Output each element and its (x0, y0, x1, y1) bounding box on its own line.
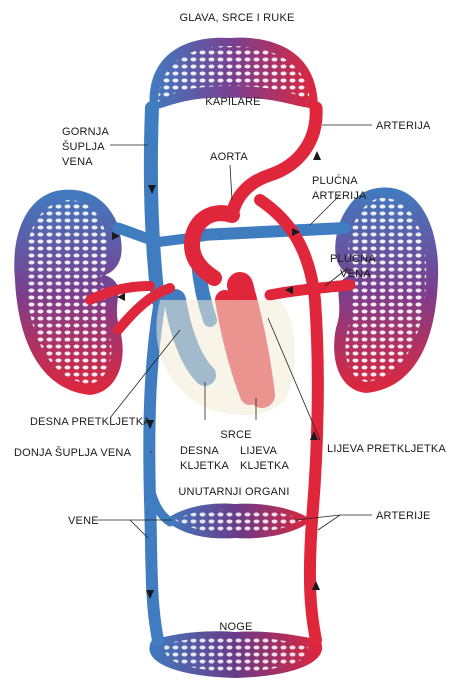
legs-capillary-bed (149, 631, 322, 678)
organs-capillary-bed (165, 503, 312, 538)
label-artery-top: ARTERIJA (376, 120, 431, 132)
label-veins: VENE (68, 515, 99, 527)
label-heart: SRCE (220, 429, 251, 441)
label-aorta: AORTA (210, 151, 248, 163)
label-pulmonary-vein-2: VENA (340, 268, 371, 280)
label-left-atrium: LIJEVA PRETKLJETKA (327, 443, 446, 455)
label-right-ventricle-1: DESNA (180, 445, 219, 457)
heart-outline (156, 300, 295, 415)
label-right-ventricle-2: KLJETKA (180, 460, 230, 472)
label-left-ventricle-2: KLJETKA (240, 460, 290, 472)
label-superior-vena-cava-2: ŠUPLJA (62, 140, 105, 153)
label-arteries: ARTERIJE (376, 510, 431, 522)
label-head-region: GLAVA, SRCE I RUKE (179, 12, 294, 24)
label-pulmonary-artery-2: ARTERIJA (312, 190, 367, 202)
label-capillaries: KAPILARE (205, 96, 260, 108)
label-left-ventricle-1: LIJEVA (240, 445, 278, 457)
label-superior-vena-cava-3: VENA (62, 156, 93, 168)
label-internal-organs: UNUTARNJI ORGANI (178, 486, 289, 498)
label-pulmonary-vein-1: PLUĆNA (330, 252, 376, 265)
label-superior-vena-cava-1: GORNJA (62, 126, 109, 138)
label-legs: NOGE (219, 621, 252, 633)
label-inferior-vena-cava: DONJA ŠUPLJA VENA (14, 446, 132, 459)
label-right-atrium: DESNA PRETKLJETKA (30, 416, 151, 428)
label-pulmonary-artery-1: PLUĆNA (312, 174, 358, 187)
